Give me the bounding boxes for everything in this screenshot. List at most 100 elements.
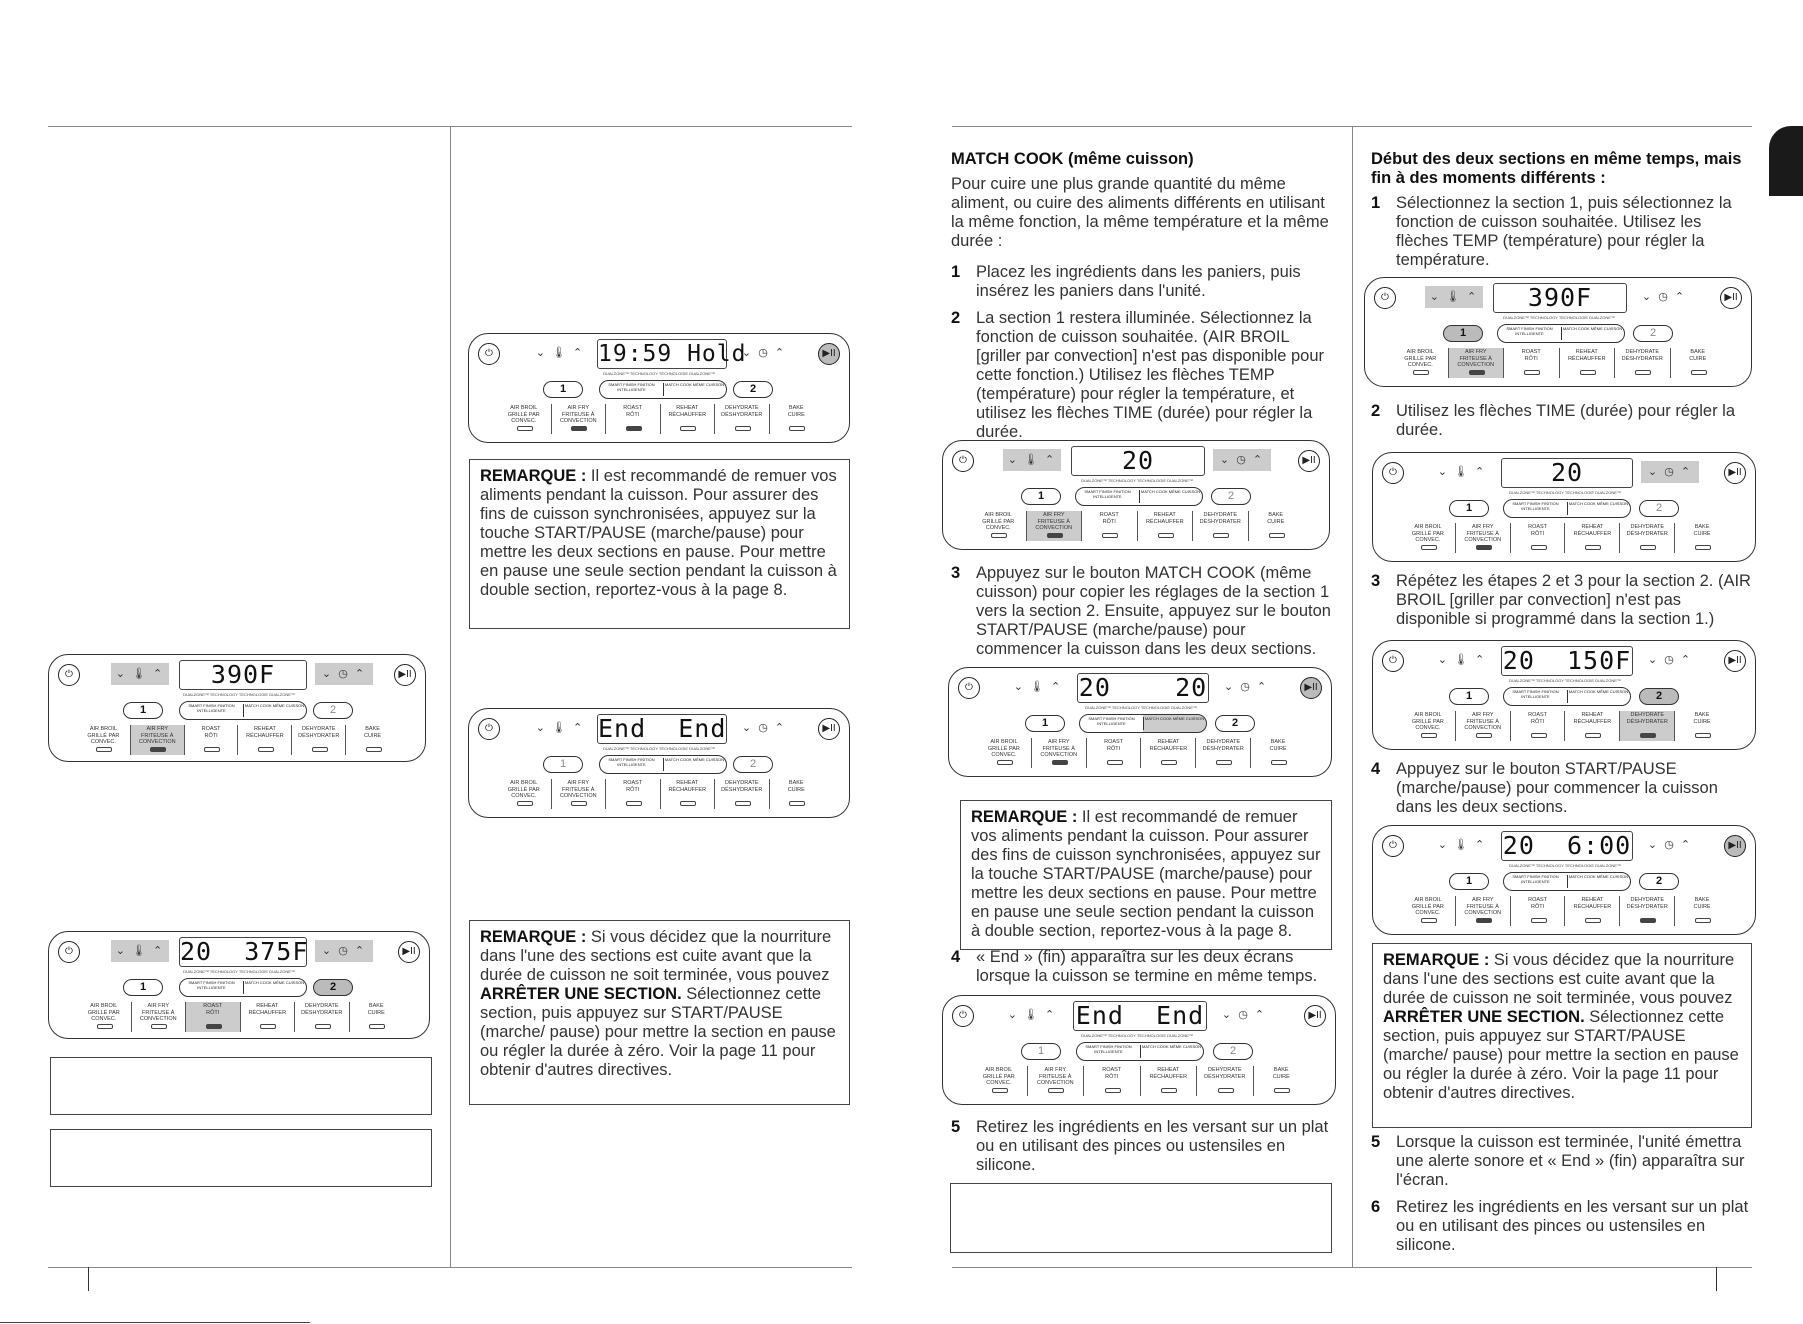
zone-1-button[interactable]: 1 [1449, 873, 1489, 890]
temp-arrows[interactable]: ⌄ 🌡 ⌃ [1007, 1009, 1057, 1021]
power-icon[interactable]: ⏻ [952, 450, 974, 472]
temp-arrows[interactable]: ⌄ 🌡 ⌃ [1003, 449, 1061, 471]
temp-arrows[interactable]: ⌄ 🌡 ⌃ [535, 347, 585, 359]
smart-finish-match-cook[interactable]: SMART FINISH FINITION INTELLIGENTE MATCH… [1076, 1042, 1204, 1061]
smart-finish-match-cook[interactable]: SMART FINISH FINITION INTELLIGENTE MATCH… [1075, 487, 1203, 506]
fn-air-broil[interactable]: AIR BROIL GRILLÉ PAR CONVEC. [497, 404, 552, 434]
power-icon[interactable]: ⏻ [478, 718, 500, 740]
smart-finish-match-cook[interactable]: SMART FINISH FINITION INTELLIGENTE MATCH… [599, 755, 727, 774]
time-arrows[interactable]: ⌄ ◷ ⌃ [315, 663, 373, 685]
zone-1-button[interactable]: 1 [543, 381, 583, 398]
fn-air-fry[interactable]: AIR FRY FRITEUSE À CONVECTION [1028, 1066, 1084, 1096]
zone-1-button[interactable]: 1 [1025, 715, 1065, 732]
time-arrows[interactable]: ⌄ ◷ ⌃ [741, 347, 787, 359]
fn-bake[interactable]: BAKE CUIRE [1251, 738, 1305, 768]
fn-dehydrate[interactable]: DEHYDRATE DÉSHYDRATER [292, 725, 347, 755]
fn-dehydrate[interactable]: DEHYDRATE DÉSHYDRATER [1197, 1066, 1254, 1096]
fn-bake[interactable]: BAKE CUIRE [1249, 511, 1304, 541]
start-pause-icon[interactable]: ▶︎II [394, 664, 416, 686]
fn-bake[interactable]: BAKE CUIRE [1675, 711, 1729, 741]
zone-1-button[interactable]: 1 [543, 756, 583, 773]
time-arrows[interactable]: ⌄ ◷ ⌃ [1641, 291, 1687, 303]
time-arrows[interactable]: ⌄ ◷ ⌃ [1223, 681, 1269, 693]
start-pause-icon[interactable]: ▶︎II [1720, 287, 1742, 309]
fn-bake[interactable]: BAKE CUIRE [1675, 896, 1729, 926]
temp-arrows[interactable]: ⌄ 🌡 ⌃ [111, 663, 169, 685]
fn-roast[interactable]: ROAST RÔTI [1504, 348, 1560, 378]
fn-bake[interactable]: BAKE CUIRE [1671, 348, 1726, 378]
zone-1-button[interactable]: 1 [123, 979, 163, 996]
smart-finish-match-cook[interactable]: SMART FINISH FINITION INTELLIGENTE MATCH… [1503, 499, 1631, 518]
smart-finish-match-cook[interactable]: SMART FINISH FINITION INTELLIGENTE MATCH… [1079, 714, 1207, 733]
power-icon[interactable]: ⏻ [1374, 287, 1396, 309]
zone-1-button[interactable]: 1 [1443, 325, 1483, 342]
power-icon[interactable]: ⏻ [1382, 835, 1404, 857]
zone-2-button[interactable]: 2 [313, 979, 353, 996]
fn-reheat[interactable]: REHEAT RÉCHAUFFER [661, 779, 715, 809]
fn-reheat[interactable]: REHEAT RÉCHAUFFER [241, 1002, 295, 1032]
fn-reheat[interactable]: REHEAT RÉCHAUFFER [1565, 896, 1621, 926]
zone-1-button[interactable]: 1 [1021, 488, 1061, 505]
fn-dehydrate[interactable]: DEHYDRATE DÉSHYDRATER [1615, 348, 1671, 378]
fn-bake[interactable]: BAKE CUIRE [770, 779, 824, 809]
fn-air-fry[interactable]: AIR FRY FRITEUSE À CONVECTION [1032, 738, 1087, 768]
fn-reheat[interactable]: REHEAT RÉCHAUFFER [238, 725, 293, 755]
zone-2-button[interactable]: 2 [1211, 488, 1251, 505]
smart-finish-match-cook[interactable]: SMART FINISH FINITION INTELLIGENTE MATCH… [1503, 872, 1631, 891]
fn-air-broil[interactable]: AIR BROIL GRILLÉ PAR CONVEC. [1401, 523, 1456, 553]
zone-1-button[interactable]: 1 [1449, 500, 1489, 517]
smart-finish-match-cook[interactable]: SMART FINISH FINITION INTELLIGENTE MATCH… [599, 380, 727, 399]
fn-air-fry[interactable]: AIR FRY FRITEUSE À CONVECTION [1026, 511, 1082, 541]
temp-arrows[interactable]: ⌄ 🌡 ⌃ [1437, 654, 1487, 666]
fn-roast[interactable]: ROAST RÔTI [1511, 523, 1566, 553]
temp-arrows[interactable]: ⌄ 🌡 ⌃ [1437, 466, 1487, 478]
start-pause-icon[interactable]: ▶︎II [1724, 650, 1746, 672]
zone-2-button[interactable]: 2 [1633, 325, 1673, 342]
fn-dehydrate[interactable]: DEHYDRATE DÉSHYDRATER [1196, 738, 1252, 768]
start-pause-icon[interactable]: ▶︎II [1724, 835, 1746, 857]
fn-dehydrate[interactable]: DEHYDRATE DÉSHYDRATER [1620, 711, 1676, 741]
fn-air-broil[interactable]: AIR BROIL GRILLÉ PAR CONVEC. [1401, 711, 1456, 741]
time-arrows[interactable]: ⌄ ◷ ⌃ [1213, 449, 1271, 471]
fn-air-broil[interactable]: AIR BROIL GRILLÉ PAR CONVEC. [971, 511, 1027, 541]
fn-roast[interactable]: ROAST RÔTI [185, 725, 239, 755]
start-pause-icon[interactable]: ▶︎II [1724, 462, 1746, 484]
temp-arrows[interactable]: ⌄ 🌡 ⌃ [1013, 681, 1063, 693]
fn-dehydrate[interactable]: DEHYDRATE DÉSHYDRATER [1193, 511, 1249, 541]
fn-roast[interactable]: ROAST RÔTI [606, 404, 661, 434]
fn-dehydrate[interactable]: DEHYDRATE DÉSHYDRATER [1620, 896, 1676, 926]
fn-roast[interactable]: ROAST RÔTI [1082, 511, 1138, 541]
fn-roast[interactable]: ROAST RÔTI [606, 779, 661, 809]
zone-1-button[interactable]: 1 [123, 702, 163, 719]
fn-roast[interactable]: ROAST RÔTI [1087, 738, 1142, 768]
power-icon[interactable]: ⏻ [1382, 650, 1404, 672]
fn-bake[interactable]: BAKE CUIRE [346, 725, 399, 755]
fn-reheat[interactable]: REHEAT RÉCHAUFFER [661, 404, 715, 434]
time-arrows[interactable]: ⌄ ◷ ⌃ [1641, 461, 1699, 483]
fn-air-fry[interactable]: AIR FRY FRITEUSE À CONVECTION [552, 404, 606, 434]
smart-finish-match-cook[interactable]: SMART FINISH FINITION INTELLIGENTE MATCH… [1503, 687, 1631, 706]
fn-air-fry[interactable]: AIR FRY FRITEUSE À CONVECTION [1456, 523, 1511, 553]
zone-2-button[interactable]: 2 [1639, 688, 1679, 705]
fn-air-fry[interactable]: AIR FRY FRITEUSE À CONVECTION [1456, 896, 1511, 926]
fn-air-fry[interactable]: AIR FRY FRITEUSE À CONVECTION [1448, 348, 1504, 378]
fn-bake[interactable]: BAKE CUIRE [770, 404, 824, 434]
power-icon[interactable]: ⏻ [58, 941, 80, 963]
fn-reheat[interactable]: REHEAT RÉCHAUFFER [1141, 738, 1197, 768]
start-pause-icon[interactable]: ▶︎II [818, 343, 840, 365]
start-pause-icon[interactable]: ▶︎II [398, 941, 420, 963]
fn-air-fry[interactable]: AIR FRY FRITEUSE À CONVECTION [130, 725, 185, 755]
smart-finish-match-cook[interactable]: SMART FINISH FINITION INTELLIGENTE MATCH… [179, 978, 307, 997]
fn-dehydrate[interactable]: DEHYDRATE DÉSHYDRATER [715, 404, 770, 434]
start-pause-icon[interactable]: ▶︎II [1300, 677, 1322, 699]
start-pause-icon[interactable]: ▶︎II [1304, 1005, 1326, 1027]
power-icon[interactable]: ⏻ [58, 664, 80, 686]
start-pause-icon[interactable]: ▶︎II [1298, 450, 1320, 472]
fn-bake[interactable]: BAKE CUIRE [1675, 523, 1729, 553]
zone-2-button[interactable]: 2 [1639, 500, 1679, 517]
fn-roast[interactable]: ROAST RÔTI [1084, 1066, 1141, 1096]
fn-air-fry[interactable]: AIR FRY FRITEUSE À CONVECTION [552, 779, 606, 809]
fn-roast[interactable]: ROAST RÔTI [1511, 711, 1566, 741]
fn-air-broil[interactable]: AIR BROIL GRILLÉ PAR CONVEC. [1401, 896, 1456, 926]
time-arrows[interactable]: ⌄ ◷ ⌃ [1647, 839, 1693, 851]
